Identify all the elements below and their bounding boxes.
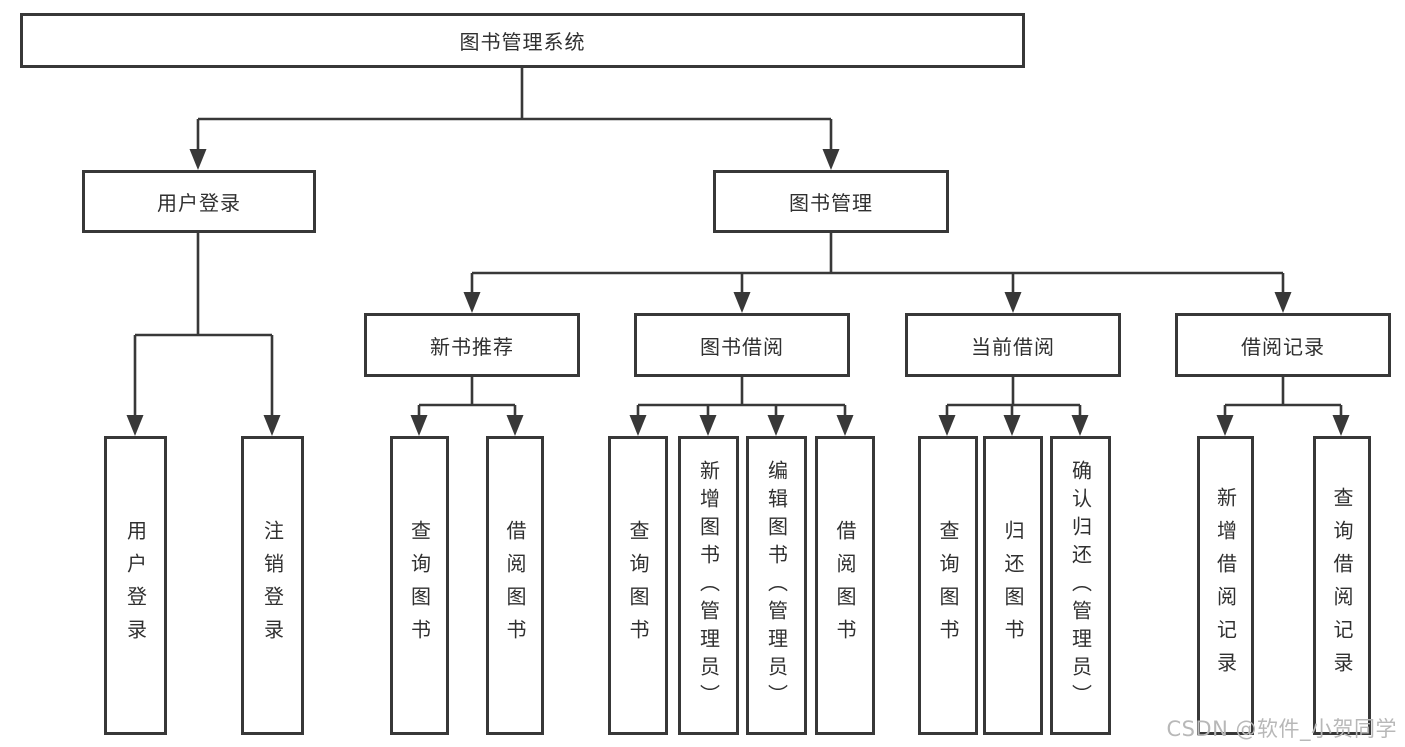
node-br-add-record-label: 新增借阅记录 (1213, 486, 1238, 685)
node-user-login: 用户登录 (82, 170, 316, 233)
edge-root-to-level2 (196, 67, 833, 149)
arrowheads (126, 149, 1350, 436)
node-current-borrowing: 当前借阅 (905, 313, 1121, 377)
node-br-add-record: 新增借阅记录 (1197, 436, 1254, 735)
node-nb-query-books-label: 查询图书 (407, 519, 432, 652)
node-cb-return-books: 归还图书 (983, 436, 1043, 735)
node-root: 图书管理系统 (20, 13, 1025, 68)
node-cb-confirm-return-label: 确认归还（管理员） (1068, 459, 1093, 712)
edge-bookmgmt-to-level3 (470, 233, 1285, 294)
arrow-icon (1003, 415, 1021, 436)
arrow-icon (463, 292, 481, 313)
arrow-icon (1071, 415, 1089, 436)
node-cb-query-books: 查询图书 (918, 436, 978, 735)
node-nb-query-books: 查询图书 (390, 436, 449, 735)
node-nb-borrow-books-label: 借阅图书 (503, 519, 527, 652)
arrow-icon (1332, 415, 1350, 436)
node-current-borrowing-label: 当前借阅 (971, 334, 1055, 359)
node-bb-borrow-books: 借阅图书 (815, 436, 875, 735)
edge-userlogin-to-children (133, 233, 274, 417)
arrow-icon (822, 149, 840, 170)
node-login: 用户登录 (104, 436, 167, 735)
node-bb-edit-books: 编辑图书（管理员） (746, 436, 807, 735)
node-bb-edit-books-label: 编辑图书（管理员） (764, 459, 789, 712)
node-bb-add-books-label: 新增图书（管理员） (696, 459, 721, 712)
node-login-label: 用户登录 (123, 519, 148, 652)
node-book-management: 图书管理 (713, 170, 949, 233)
edge-records-to-children (1223, 377, 1343, 417)
arrow-icon (733, 292, 751, 313)
node-logout: 注销登录 (241, 436, 304, 735)
node-borrowing-records: 借阅记录 (1175, 313, 1391, 377)
node-user-login-label: 用户登录 (157, 191, 241, 215)
node-br-query-record: 查询借阅记录 (1313, 436, 1371, 735)
edge-borrowing-to-children (636, 377, 847, 417)
node-book-borrowing: 图书借阅 (634, 313, 850, 377)
node-book-management-label: 图书管理 (789, 191, 873, 215)
node-cb-query-books-label: 查询图书 (936, 519, 960, 652)
node-new-book-recommend-label: 新书推荐 (430, 334, 514, 359)
arrow-icon (836, 415, 854, 436)
arrow-icon (1004, 292, 1022, 313)
node-nb-borrow-books: 借阅图书 (486, 436, 544, 735)
arrow-icon (189, 149, 207, 170)
arrow-icon (506, 415, 524, 436)
node-root-label: 图书管理系统 (459, 30, 586, 54)
node-borrowing-records-label: 借阅记录 (1241, 334, 1325, 359)
arrow-icon (767, 415, 785, 436)
edge-current-to-children (945, 377, 1082, 417)
node-bb-borrow-books-label: 借阅图书 (833, 519, 857, 652)
arrow-icon (699, 415, 717, 436)
node-bb-query-books-label: 查询图书 (626, 519, 650, 652)
node-br-query-record-label: 查询借阅记录 (1330, 486, 1354, 685)
arrow-icon (1216, 415, 1234, 436)
watermark-text: CSDN @软件_小贺同学 (1166, 717, 1397, 741)
node-bb-query-books: 查询图书 (608, 436, 668, 735)
node-cb-return-books-label: 归还图书 (1001, 519, 1025, 652)
node-new-book-recommend: 新书推荐 (364, 313, 580, 377)
arrow-icon (1274, 292, 1292, 313)
arrow-icon (126, 415, 144, 436)
node-book-borrowing-label: 图书借阅 (700, 334, 784, 359)
arrow-icon (410, 415, 428, 436)
arrow-icon (263, 415, 281, 436)
node-cb-confirm-return: 确认归还（管理员） (1050, 436, 1111, 735)
arrow-icon (938, 415, 956, 436)
node-logout-label: 注销登录 (260, 519, 285, 652)
edge-newbook-to-children (417, 377, 517, 417)
node-bb-add-books: 新增图书（管理员） (678, 436, 739, 735)
arrow-icon (629, 415, 647, 436)
